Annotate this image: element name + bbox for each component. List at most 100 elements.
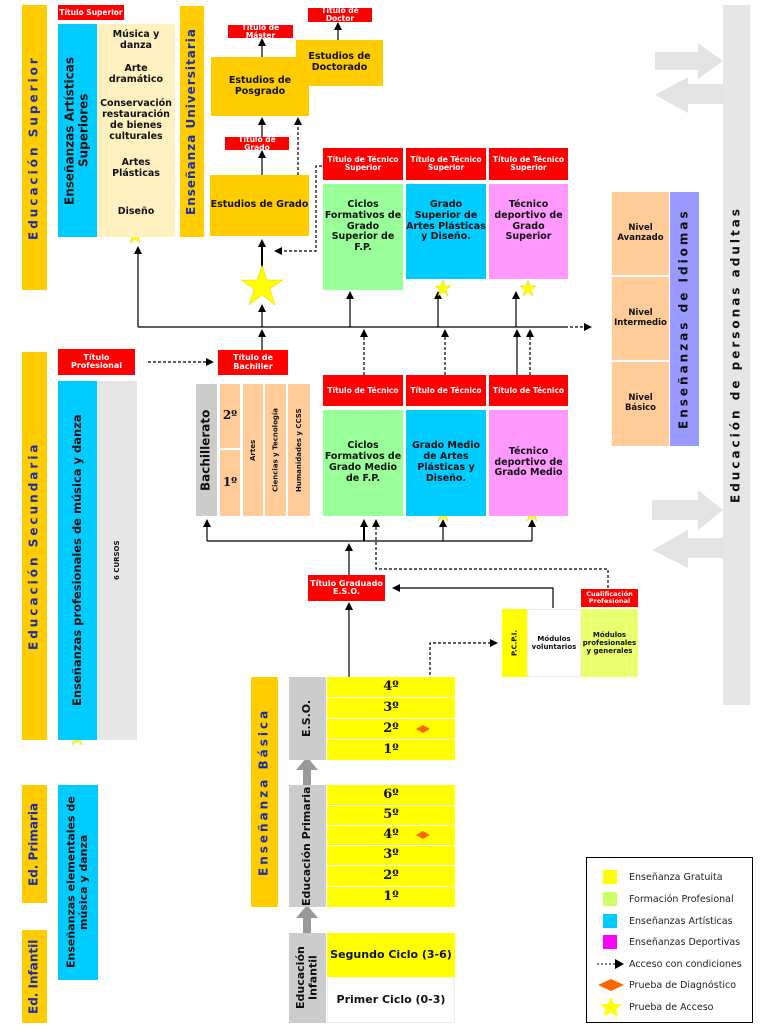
legend-label: Formación Profesional	[629, 893, 734, 905]
estudios-posgrado-box: Estudios de Posgrado	[211, 57, 309, 116]
modulos-voluntarios-box: Módulos voluntarios	[527, 609, 581, 677]
swatch-artisticas	[603, 914, 617, 928]
section-idiomas: Enseñanzas de Idiomas	[670, 192, 699, 446]
titulo-tecnico-deportivo: Título de Técnico	[489, 375, 568, 406]
fp-grado-medio-box: Ciclos Formativos de Grado Medio de F.P.	[323, 410, 403, 516]
diamond-icon	[598, 979, 624, 991]
titulo-grado-label: Título de Grado	[225, 135, 289, 151]
fp-grado-superior-box: Ciclos Formativos de Grado Superior de F…	[323, 184, 403, 290]
item-diseno: Diseño	[97, 188, 175, 237]
titulo-master-label: Título de Máster	[228, 23, 293, 39]
estudios-doctorado-box: Estudios de Doctorado	[296, 40, 383, 86]
arrow-up-icon	[296, 905, 318, 933]
primaria-year-4: 4º	[327, 826, 455, 846]
artisticas-superiores-box: Enseñanzas Artísticas Superiores	[58, 24, 97, 237]
legend-label: Prueba de Diagnóstico	[629, 979, 737, 991]
arrow-left-icon	[652, 530, 723, 568]
artes-grado-medio-box: Grado Medio de Artes Plásticas y Diseño.	[406, 410, 486, 516]
titulo-doctor-label: Título de Doctor	[308, 7, 372, 22]
section-ed-infantil: Ed. Infantil	[22, 930, 47, 1023]
primer-ciclo-box: Primer Ciclo (0-3)	[327, 977, 455, 1023]
cualificacion-profesional-label: Cualificación Profesional	[581, 589, 638, 607]
estudios-grado-box: Estudios de Grado	[210, 175, 309, 236]
item-arte-dramatico: Arte dramático	[97, 58, 175, 92]
primaria-year-6: 6º	[327, 785, 455, 806]
legend-item: Acceso con condiciones	[587, 958, 742, 970]
deportivo-grado-superior-box: Técnico deportivo de Grado Superior	[489, 184, 568, 279]
seis-cursos-box: 6 CURSOS	[97, 381, 137, 740]
titulo-profesional-label: Título Profesional	[58, 349, 135, 375]
titulo-tecnico-artes: Título de Técnico	[406, 375, 486, 406]
legend-label: Prueba de Acceso	[629, 1001, 714, 1013]
adult-arrows	[652, 43, 723, 568]
ensenanzas-elementales-box: Enseñanzas elementales de música y danza	[58, 785, 98, 980]
eso-year-4: 4º	[327, 677, 455, 698]
eso-label: E.S.O.	[289, 677, 326, 760]
section-ed-primaria: Ed. Primaria	[22, 785, 47, 903]
modalidad-humanidades: Humanidades y CCSS	[288, 384, 310, 516]
legend-item: Prueba de Acceso	[587, 997, 713, 1017]
titulo-tecnico-superior-fp: Título de Técnico Superior	[323, 148, 403, 180]
swatch-gratuita	[603, 870, 617, 884]
titulo-tecnico-superior-artes: Título de Técnico Superior	[406, 148, 486, 180]
bachillerato-label: Bachillerato	[196, 384, 217, 516]
eso-year-1: 1º	[327, 740, 455, 760]
arrow-up-icon	[296, 757, 318, 785]
primaria-year-1: 1º	[327, 887, 455, 907]
pcpi-label: P.C.P.I.	[502, 609, 527, 677]
ensenanzas-profesionales-box: Enseñanzas profesionales de música y dan…	[58, 381, 97, 740]
swatch-fp	[603, 892, 617, 906]
primaria-year-2: 2º	[327, 866, 455, 887]
section-educacion-superior: Educación Superior	[22, 5, 47, 290]
legend-label: Enseñanzas Artísticas	[629, 915, 733, 927]
segundo-ciclo-box: Segundo Ciclo (3-6)	[327, 933, 455, 977]
legend-item: Prueba de Diagnóstico	[587, 979, 736, 991]
star-icon	[600, 997, 622, 1017]
deportivo-grado-medio-box: Técnico deportivo de Grado Medio	[489, 410, 568, 516]
bachillerato-year-2: 2º	[220, 384, 240, 449]
nivel-basico: Nivel Básico	[612, 362, 669, 446]
arrow-left-icon	[655, 77, 723, 113]
star-icon	[434, 279, 452, 297]
arrow-right-icon	[655, 43, 723, 79]
legend-item: Enseñanza Gratuita	[587, 870, 723, 884]
section-ensenanza-basica: Enseñanza Básica	[251, 677, 278, 907]
bachillerato-year-1: 1º	[220, 450, 240, 516]
legend: Enseñanza Gratuita Formación Profesional…	[586, 857, 753, 1023]
titulo-tecnico-fp: Título de Técnico	[323, 375, 403, 406]
primaria-year-5: 5º	[327, 806, 455, 826]
legend-item: Enseñanzas Artísticas	[587, 914, 733, 928]
nivel-avanzado: Nivel Avanzado	[612, 192, 669, 276]
legend-label: Acceso con condiciones	[629, 958, 742, 970]
eso-year-2: 2º	[327, 719, 455, 740]
section-ensenanza-universitaria: Enseñanza Universitaria	[180, 6, 204, 237]
star-icon	[519, 279, 537, 297]
titulo-superior-label: Título Superior	[58, 5, 124, 20]
legend-item: Enseñanzas Deportivas	[587, 935, 740, 949]
primaria-label: Educación Primaria	[289, 785, 326, 907]
infantil-label: Educación Infantil	[289, 933, 326, 1023]
item-artes-plasticas: Artes Plásticas	[97, 150, 175, 188]
item-musica-danza: Música y danza	[97, 24, 175, 58]
section-educacion-secundaria: Educación Secundaria	[22, 352, 47, 740]
titulo-tecnico-superior-deportivo: Título de Técnico Superior	[489, 148, 568, 180]
star-icon	[240, 264, 284, 306]
nivel-intermedio: Nivel Intermedio	[612, 277, 669, 361]
modulos-profesionales-box: Módulos profesionales y generales	[581, 609, 638, 677]
dashed-arrow-icon	[597, 959, 624, 969]
modalidad-ciencias: Ciencias y Tecnología	[265, 384, 286, 516]
titulo-graduado-eso-label: Título Graduado E.S.O.	[308, 575, 385, 601]
eso-year-3: 3º	[327, 698, 455, 719]
progression-arrows	[296, 757, 318, 933]
legend-item: Formación Profesional	[587, 892, 734, 906]
artes-grado-superior-box: Grado Superior de Artes Plásticas y Dise…	[406, 184, 486, 279]
legend-label: Enseñanza Gratuita	[629, 871, 723, 883]
swatch-deportivas	[603, 935, 617, 949]
titulo-bachiller-label: Título de Bachiller	[218, 350, 288, 375]
legend-label: Enseñanzas Deportivas	[629, 936, 741, 948]
arrow-right-icon	[652, 490, 723, 530]
modalidad-artes: Artes	[243, 384, 263, 516]
item-conservacion: Conservación restauración de bienes cult…	[97, 92, 175, 150]
